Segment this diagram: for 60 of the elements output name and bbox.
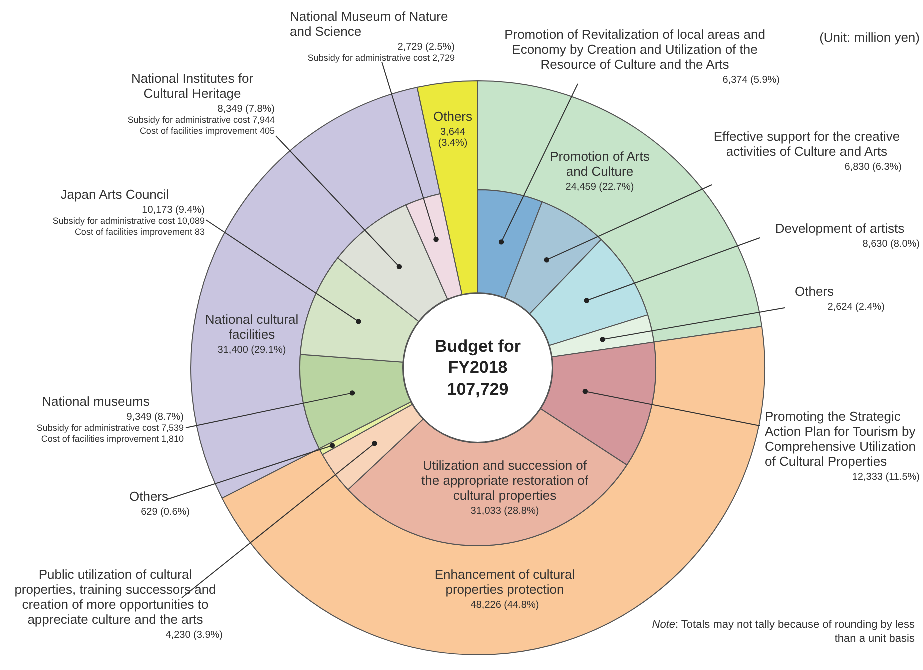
ring-segment <box>549 314 655 358</box>
callout-title: Others <box>128 490 170 505</box>
callout-value: 8,630 (8.0%) <box>862 238 920 250</box>
callout-title: Japan Arts Council <box>60 188 170 203</box>
callout-value: 6,374 (5.9%) <box>722 74 780 86</box>
segment-title: Others <box>433 110 472 125</box>
ring-segment <box>530 239 648 346</box>
leader-line <box>584 238 760 304</box>
leader-line <box>206 220 362 324</box>
footnote: Note: Totals may not tally because of rounding by less than a unit basis <box>651 618 915 647</box>
callout-detail: Subsidy for administrative cost 7,539 <box>36 423 184 434</box>
callout-detail: Subsidy for administrative cost 2,729 <box>306 53 455 64</box>
segment-value: 31,400 (29.1%) <box>218 345 286 357</box>
ring-segment <box>504 202 602 314</box>
callout-detail: Subsidy for administrative cost 7,944 <box>126 115 275 126</box>
callout-detail: Cost of facilities improvement 1,810 <box>40 434 184 444</box>
callout-title: Effective support for the creative activities of Culture and Arts <box>712 130 902 160</box>
segment-value: 48,226 (44.8%) <box>470 600 540 612</box>
segment-title: Utilization and succession of the appropriate restoration of cultural properties <box>420 458 590 504</box>
segment-value: 31,033 (28.8%) <box>470 506 540 518</box>
leader-line <box>382 62 439 242</box>
segment-value: 3,644 (3.4%) <box>437 126 469 150</box>
callout-title: Promoting the Strategic Action Plan for Tourism by Comprehensive Utilization of Cultural Properties <box>765 410 918 470</box>
callout-detail: Cost of facilities improvement 405 <box>138 126 275 136</box>
callout-title: Public utilization of cultural properties, training successors and creation of more opportunities to appreciate culture and the arts <box>14 568 218 628</box>
leader-line <box>276 136 402 270</box>
callout-value: 4,230 (3.9%) <box>164 630 223 642</box>
segment-value: 24,459 (22.7%) <box>566 182 634 194</box>
callout-value: 2,624 (2.4%) <box>826 302 885 314</box>
callout-value: 2,729 (2.5%) <box>396 42 455 54</box>
callout-detail: Cost of facilities improvement 83 <box>74 226 205 238</box>
callout-title: National Institutes for Cultural Heritage <box>130 72 255 102</box>
leader-line <box>582 389 760 426</box>
callout-title: National Museum of Nature and Science <box>290 10 450 40</box>
ring-segment <box>478 190 543 299</box>
callout-title: Development of artists <box>774 222 906 237</box>
callout-value: 10,173 (9.4%) <box>141 204 205 216</box>
ring-segment <box>337 204 448 322</box>
segment-title: Enhancement of cultural properties protection <box>434 568 576 598</box>
ring-segment <box>300 258 420 363</box>
segment-title: National cultural facilities <box>204 313 300 344</box>
callout-detail: Subsidy for administrative cost 10,089 <box>52 216 205 227</box>
budget-total: 107,729 <box>446 378 510 400</box>
leader-line <box>600 308 786 342</box>
unit-note: (Unit: million yen) <box>818 30 920 47</box>
budget-title: Budget for FY2018 <box>434 336 522 379</box>
callout-title: Promotion of Revitalization of local areas and Economy by Creation and Utilization of the Resource of Culture and the Arts <box>504 28 766 73</box>
callout-value: 9,349 (8.7%) <box>126 412 184 424</box>
segment-title: Promotion of Arts and Culture <box>550 150 650 180</box>
ring-segment <box>406 194 463 300</box>
callout-title: National museums <box>41 395 151 410</box>
leader-line <box>182 441 378 598</box>
callout-title: Others <box>795 285 836 300</box>
callout-value: 629 (0.6%) <box>140 506 190 518</box>
ring-segment <box>300 354 412 450</box>
leader-line <box>166 443 336 500</box>
callout-value: 8,349 (7.8%) <box>216 104 275 116</box>
leader-line <box>186 390 356 428</box>
callout-value: 6,830 (6.3%) <box>844 162 902 174</box>
callout-value: 12,333 (11.5%) <box>851 472 920 484</box>
